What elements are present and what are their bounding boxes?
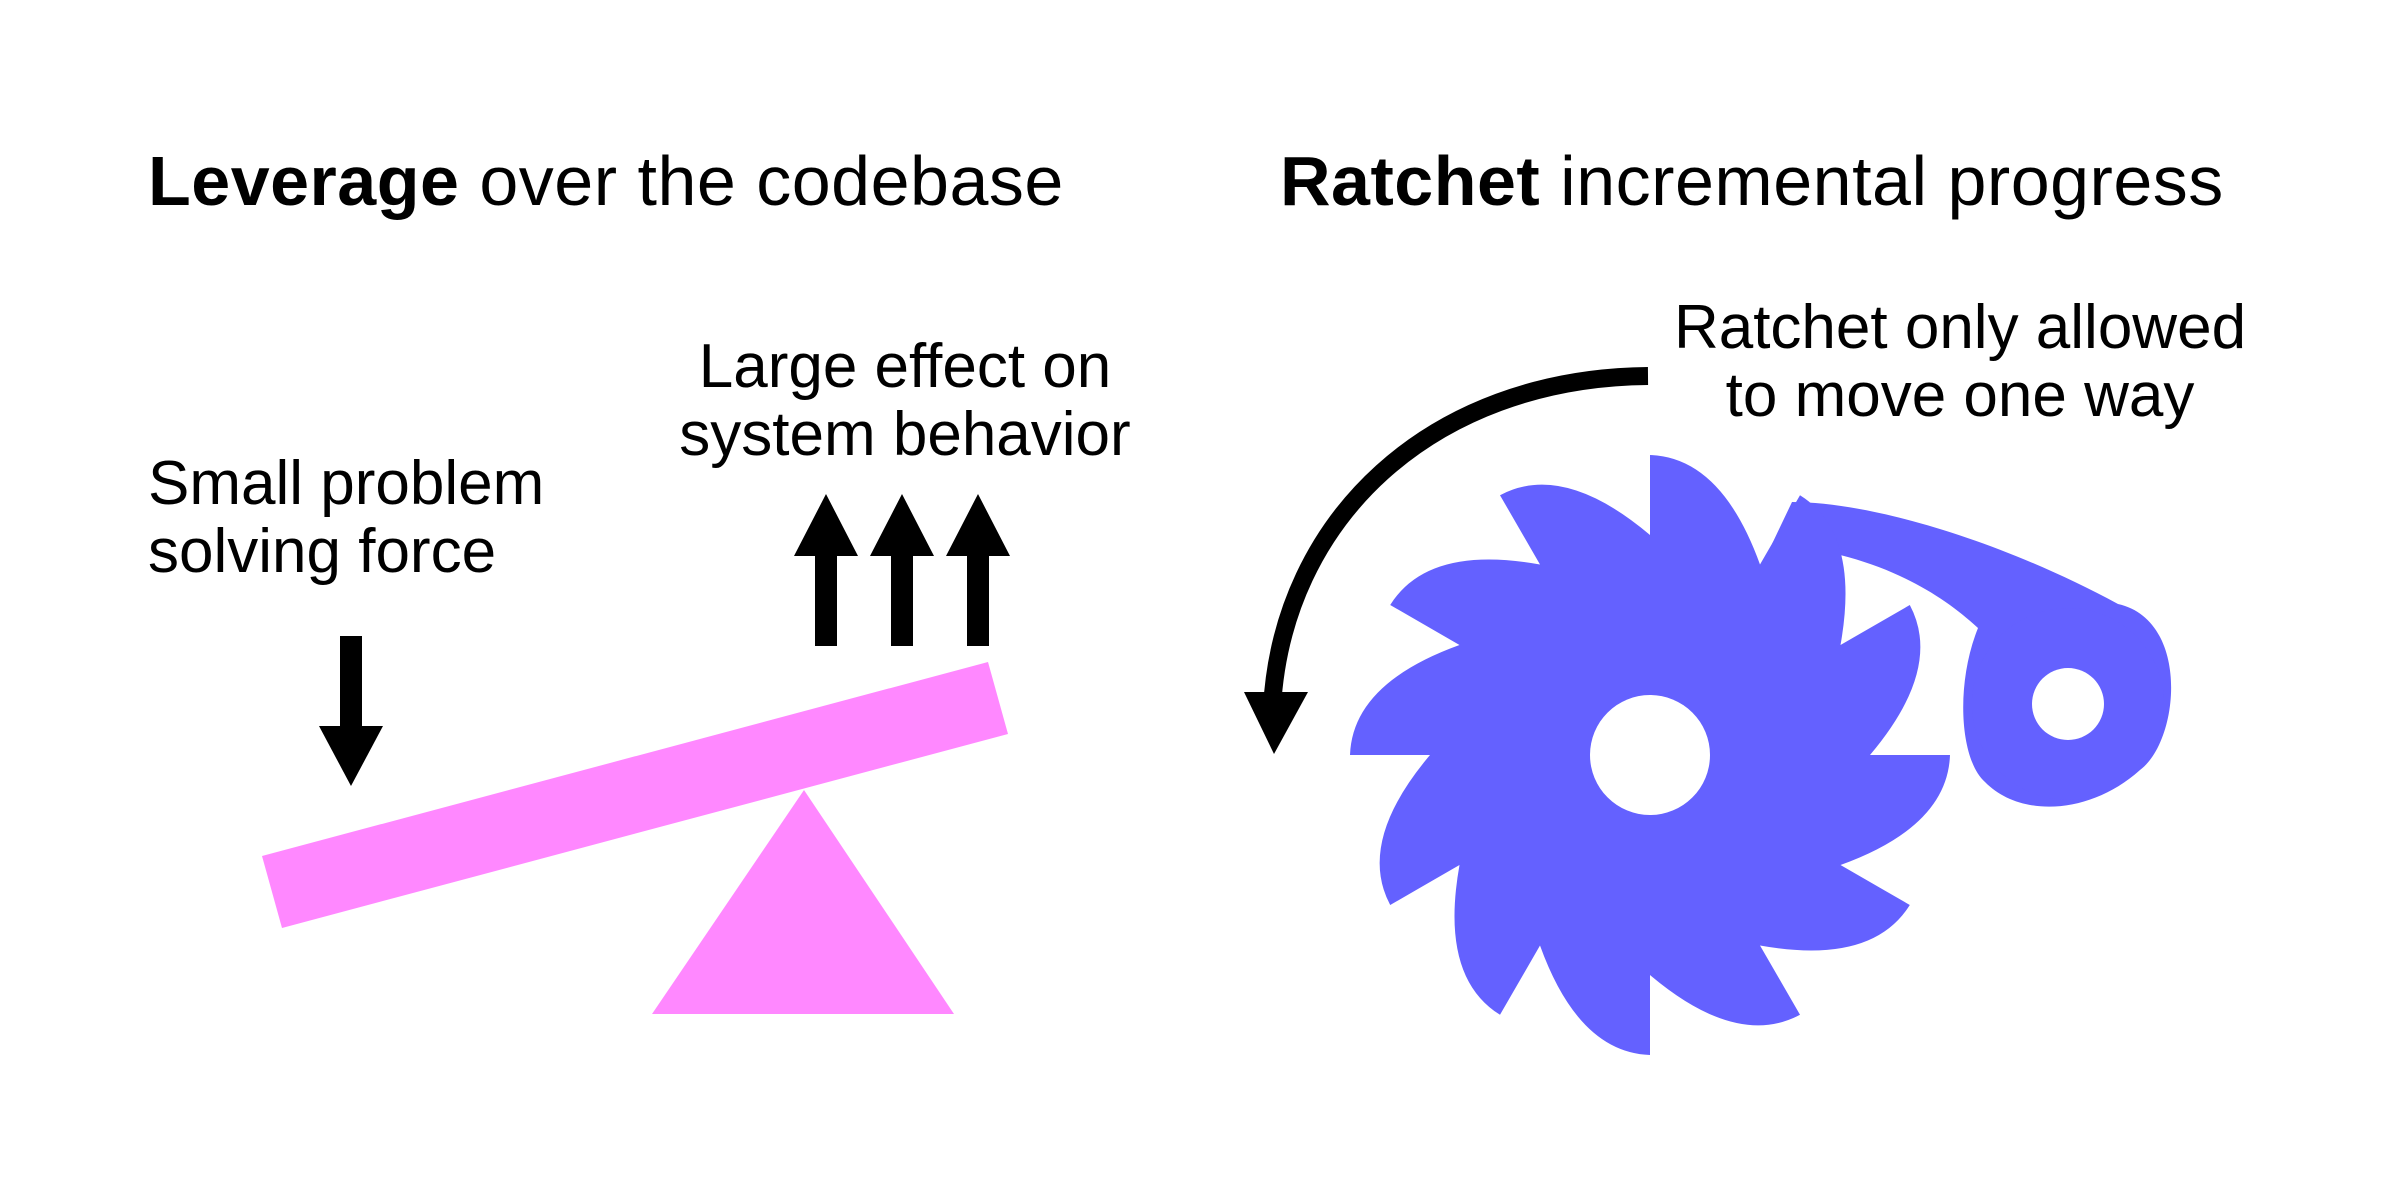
right-title: Ratchet incremental progress xyxy=(1280,146,2224,216)
up-arrow-icon xyxy=(794,494,858,646)
pawl xyxy=(1772,502,2172,807)
effect-label-line-1: Large effect on xyxy=(698,332,1112,401)
up-arrow-icon xyxy=(870,494,934,646)
right-title-rest: incremental progress xyxy=(1540,142,2224,220)
down-arrow-icon xyxy=(319,636,383,786)
pawl-pivot-hole xyxy=(2032,668,2104,740)
effect-label: Large effect on system behavior xyxy=(650,333,1160,469)
left-title-rest: over the codebase xyxy=(459,142,1064,220)
seesaw xyxy=(262,662,1008,1014)
up-arrow-icon xyxy=(946,494,1010,646)
seesaw-lever xyxy=(262,662,1008,928)
curved-arrow-icon xyxy=(1244,367,1649,754)
ratchet-note-line-2: to move one way xyxy=(1725,361,2195,430)
effect-label-line-2: system behavior xyxy=(679,400,1131,469)
ratchet-hub-hole xyxy=(1590,695,1710,815)
force-label: Small problem solving force xyxy=(148,450,544,586)
force-label-line-2: solving force xyxy=(148,517,497,586)
left-title-bold: Leverage xyxy=(148,142,460,220)
ratchet-note-line-1: Ratchet only allowed xyxy=(1673,293,2247,362)
ratchet-note-label: Ratchet only allowed to move one way xyxy=(1640,294,2280,430)
force-label-line-1: Small problem xyxy=(148,449,545,518)
seesaw-fulcrum xyxy=(652,790,954,1014)
ratchet-gear xyxy=(1350,455,1950,1055)
left-title: Leverage over the codebase xyxy=(148,146,1064,216)
right-title-bold: Ratchet xyxy=(1280,142,1541,220)
